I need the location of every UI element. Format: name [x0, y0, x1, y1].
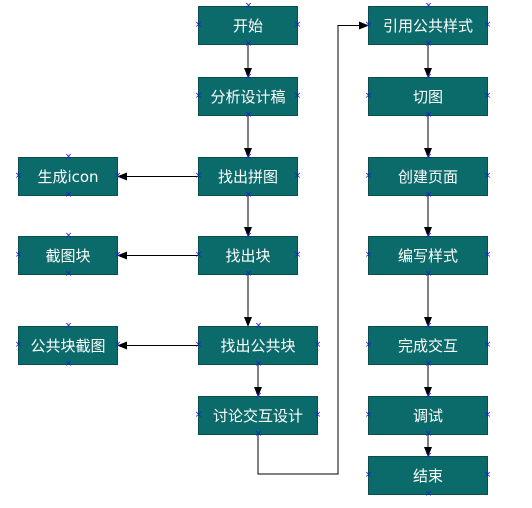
- connection-handle-left-icon[interactable]: ×: [364, 249, 373, 260]
- connection-handle-left-icon[interactable]: ×: [364, 90, 373, 101]
- connection-handle-right-icon[interactable]: ×: [483, 339, 492, 350]
- node-label: 开始: [232, 17, 263, 35]
- connection-handle-top-icon[interactable]: ×: [64, 152, 73, 162]
- node-discuss-interaction[interactable]: 讨论交互设计 × × × ×: [195, 392, 322, 439]
- connection-handle-left-icon[interactable]: ×: [364, 339, 373, 350]
- connection-handle-top-icon[interactable]: ×: [244, 72, 253, 82]
- connection-handle-left-icon[interactable]: ×: [194, 170, 203, 181]
- node-label: 完成交互: [397, 337, 458, 355]
- connection-handle-left-icon[interactable]: ×: [364, 409, 373, 420]
- connection-handle-left-icon[interactable]: ×: [194, 409, 203, 420]
- connection-handle-right-icon[interactable]: ×: [113, 249, 122, 260]
- node-label: 找出块: [225, 247, 271, 265]
- connection-handle-bottom-icon[interactable]: ×: [254, 429, 263, 439]
- connection-handle-right-icon[interactable]: ×: [293, 249, 302, 260]
- node-label: 切图: [412, 88, 443, 106]
- connection-handle-left-icon[interactable]: ×: [194, 249, 203, 260]
- connection-handle-left-icon[interactable]: ×: [14, 170, 23, 181]
- node-ref-public-style[interactable]: 引用公共样式 × × × ×: [365, 2, 492, 49]
- node-slice[interactable]: 切图 × × × ×: [365, 73, 492, 120]
- connection-handle-top-icon[interactable]: ×: [244, 1, 253, 11]
- node-cut-public-block[interactable]: 公共块截图 × × × ×: [15, 322, 122, 369]
- connection-handle-left-icon[interactable]: ×: [14, 339, 23, 350]
- connection-handle-top-icon[interactable]: ×: [254, 321, 263, 331]
- connection-handle-bottom-icon[interactable]: ×: [244, 110, 253, 120]
- node-label: 找出拼图: [217, 168, 278, 186]
- connection-handle-top-icon[interactable]: ×: [424, 152, 433, 162]
- connection-handle-bottom-icon[interactable]: ×: [424, 269, 433, 279]
- connection-handle-top-icon[interactable]: ×: [424, 231, 433, 241]
- connection-handle-top-icon[interactable]: ×: [424, 321, 433, 331]
- connection-handle-right-icon[interactable]: ×: [113, 339, 122, 350]
- connection-handle-top-icon[interactable]: ×: [244, 231, 253, 241]
- connection-handle-right-icon[interactable]: ×: [113, 170, 122, 181]
- connection-handle-top-icon[interactable]: ×: [244, 152, 253, 162]
- node-find-block[interactable]: 找出块 × × × ×: [195, 232, 302, 279]
- connection-handle-bottom-icon[interactable]: ×: [244, 190, 253, 200]
- connection-handle-bottom-icon[interactable]: ×: [244, 39, 253, 49]
- connection-handle-bottom-icon[interactable]: ×: [424, 190, 433, 200]
- node-label: 生成icon: [37, 168, 99, 186]
- connection-handle-top-icon[interactable]: ×: [424, 391, 433, 401]
- connection-handle-right-icon[interactable]: ×: [483, 409, 492, 420]
- node-debug[interactable]: 调试 × × × ×: [365, 392, 492, 439]
- connection-handle-left-icon[interactable]: ×: [364, 19, 373, 30]
- node-label: 调试: [412, 407, 443, 425]
- connection-handle-top-icon[interactable]: ×: [424, 72, 433, 82]
- connection-handle-bottom-icon[interactable]: ×: [64, 190, 73, 200]
- node-find-public-block[interactable]: 找出公共块 × × × ×: [195, 322, 322, 369]
- node-label: 讨论交互设计: [212, 407, 303, 425]
- connection-handle-bottom-icon[interactable]: ×: [254, 359, 263, 369]
- connection-handle-top-icon[interactable]: ×: [64, 321, 73, 331]
- node-label: 创建页面: [397, 168, 458, 186]
- connection-handle-right-icon[interactable]: ×: [483, 170, 492, 181]
- node-create-page[interactable]: 创建页面 × × × ×: [365, 153, 492, 200]
- connection-handle-top-icon[interactable]: ×: [254, 391, 263, 401]
- connection-handle-bottom-icon[interactable]: ×: [424, 39, 433, 49]
- connection-handle-right-icon[interactable]: ×: [293, 170, 302, 181]
- node-generate-icon[interactable]: 生成icon × × × ×: [15, 153, 122, 200]
- connection-handle-top-icon[interactable]: ×: [424, 451, 433, 461]
- connection-handle-right-icon[interactable]: ×: [313, 339, 322, 350]
- connection-handle-left-icon[interactable]: ×: [194, 90, 203, 101]
- connection-handle-left-icon[interactable]: ×: [194, 19, 203, 30]
- edge-discuss-interaction-to-ref-public-style: [257, 21, 369, 475]
- connection-handle-top-icon[interactable]: ×: [424, 1, 433, 11]
- connection-handle-bottom-icon[interactable]: ×: [424, 110, 433, 120]
- node-label: 分析设计稿: [210, 88, 286, 106]
- node-label: 结束: [412, 467, 443, 485]
- connection-handle-bottom-icon[interactable]: ×: [424, 359, 433, 369]
- connection-handle-right-icon[interactable]: ×: [293, 19, 302, 30]
- node-start[interactable]: 开始 × × × ×: [195, 2, 302, 49]
- node-label: 截图块: [45, 247, 91, 265]
- node-label: 找出公共块: [220, 337, 296, 355]
- node-label: 编写样式: [397, 247, 458, 265]
- node-analyze-design[interactable]: 分析设计稿 × × × ×: [195, 73, 302, 120]
- connection-handle-right-icon[interactable]: ×: [313, 409, 322, 420]
- node-end[interactable]: 结束 × × × ×: [365, 452, 492, 499]
- connection-handle-bottom-icon[interactable]: ×: [64, 269, 73, 279]
- connection-handle-left-icon[interactable]: ×: [14, 249, 23, 260]
- connection-handle-right-icon[interactable]: ×: [483, 469, 492, 480]
- connection-handle-bottom-icon[interactable]: ×: [244, 269, 253, 279]
- node-cut-block[interactable]: 截图块 × × × ×: [15, 232, 122, 279]
- node-complete-interaction[interactable]: 完成交互 × × × ×: [365, 322, 492, 369]
- connection-handle-left-icon[interactable]: ×: [364, 469, 373, 480]
- connection-handle-right-icon[interactable]: ×: [483, 19, 492, 30]
- connection-handle-bottom-icon[interactable]: ×: [424, 489, 433, 499]
- connection-handle-left-icon[interactable]: ×: [364, 170, 373, 181]
- connection-handle-top-icon[interactable]: ×: [64, 231, 73, 241]
- connection-handle-bottom-icon[interactable]: ×: [424, 429, 433, 439]
- connection-handle-right-icon[interactable]: ×: [483, 249, 492, 260]
- connection-handle-bottom-icon[interactable]: ×: [64, 359, 73, 369]
- node-label: 引用公共样式: [382, 17, 473, 35]
- node-write-style[interactable]: 编写样式 × × × ×: [365, 232, 492, 279]
- connection-handle-right-icon[interactable]: ×: [483, 90, 492, 101]
- connection-handle-left-icon[interactable]: ×: [194, 339, 203, 350]
- connection-handle-right-icon[interactable]: ×: [293, 90, 302, 101]
- node-find-puzzle[interactable]: 找出拼图 × × × ×: [195, 153, 302, 200]
- node-label: 公共块截图: [30, 337, 106, 355]
